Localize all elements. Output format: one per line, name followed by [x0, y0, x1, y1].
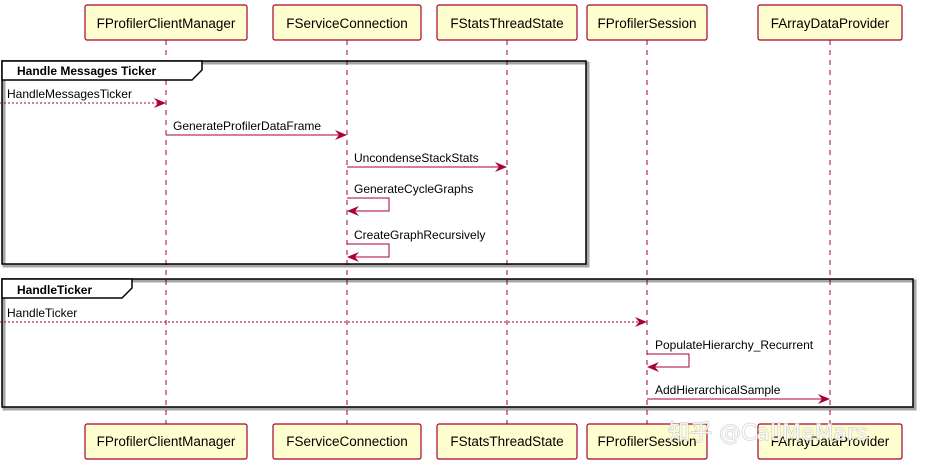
- watermark: 知乎 @CallMeMars 知乎 @CallMeMars: [668, 421, 869, 447]
- group-label: Handle Messages Ticker: [17, 64, 157, 78]
- arrow-head-icon: [495, 162, 507, 172]
- arrow-head-icon: [635, 317, 647, 327]
- participant-top-conn: FServiceConnection: [272, 4, 422, 41]
- participant-label: FArrayDataProvider: [771, 434, 890, 449]
- message-label: CreateGraphRecursively: [354, 228, 485, 242]
- participant-label: FServiceConnection: [286, 16, 408, 31]
- message-add-hierarchical-sample: AddHierarchicalSample: [647, 383, 830, 404]
- message-uncondense-stack-stats: UncondenseStackStats: [347, 151, 507, 172]
- arrow-head-icon: [818, 394, 830, 404]
- group-frame-handle-ticker: HandleTicker: [1, 278, 917, 411]
- participant-label: FStatsThreadState: [450, 16, 563, 31]
- message-generate-cycle-graphs: GenerateCycleGraphs: [347, 182, 473, 216]
- participant-label: FProfilerSession: [597, 434, 696, 449]
- participant-label: FServiceConnection: [286, 434, 408, 449]
- message-label: GenerateCycleGraphs: [354, 182, 473, 196]
- participant-top-stats: FStatsThreadState: [436, 4, 578, 41]
- message-generate-profiler-data-frame: GenerateProfilerDataFrame: [166, 119, 347, 140]
- participant-label: FStatsThreadState: [450, 434, 563, 449]
- arrow-head-icon: [347, 206, 359, 216]
- participant-label: FProfilerClientManager: [97, 434, 236, 449]
- watermark-text: 知乎 @CallMeMars: [668, 421, 868, 446]
- svg-text:知乎 @CallMeMars: 知乎 @CallMeMars: [668, 421, 868, 446]
- participant-bottom-stats: FStatsThreadState: [436, 423, 578, 460]
- participant-bottom-client: FProfilerClientManager: [84, 423, 248, 460]
- participant-label: FProfilerSession: [597, 16, 696, 31]
- message-create-graph-recursively: CreateGraphRecursively: [347, 228, 485, 262]
- participant-bottom-conn: FServiceConnection: [272, 423, 422, 460]
- group-label: HandleTicker: [17, 283, 92, 297]
- arrow-head-icon: [335, 130, 347, 140]
- participant-bottom-provider: FArrayDataProvider: [757, 423, 903, 460]
- message-label: AddHierarchicalSample: [655, 383, 781, 397]
- participant-label: FArrayDataProvider: [771, 16, 890, 31]
- participant-top-session: FProfilerSession: [586, 4, 708, 41]
- message-handle-ticker: HandleTicker: [0, 306, 647, 327]
- arrow-head-icon: [647, 362, 659, 372]
- group-frame-handle-messages-ticker: Handle Messages Ticker: [1, 60, 590, 268]
- message-label: PopulateHierarchy_Recurrent: [655, 338, 814, 352]
- participant-top-provider: FArrayDataProvider: [757, 4, 903, 41]
- message-label: GenerateProfilerDataFrame: [173, 119, 321, 133]
- message-label: HandleMessagesTicker: [7, 87, 132, 101]
- message-label: UncondenseStackStats: [354, 151, 479, 165]
- participant-label: FProfilerClientManager: [97, 16, 236, 31]
- arrow-head-icon: [347, 252, 359, 262]
- message-populate-hierarchy-recurrent: PopulateHierarchy_Recurrent: [647, 338, 814, 372]
- message-label: HandleTicker: [7, 306, 77, 320]
- participant-bottom-session: FProfilerSession: [586, 423, 708, 460]
- participant-top-client: FProfilerClientManager: [84, 4, 248, 41]
- message-handle-messages-ticker: HandleMessagesTicker: [0, 87, 166, 108]
- arrow-head-icon: [154, 98, 166, 108]
